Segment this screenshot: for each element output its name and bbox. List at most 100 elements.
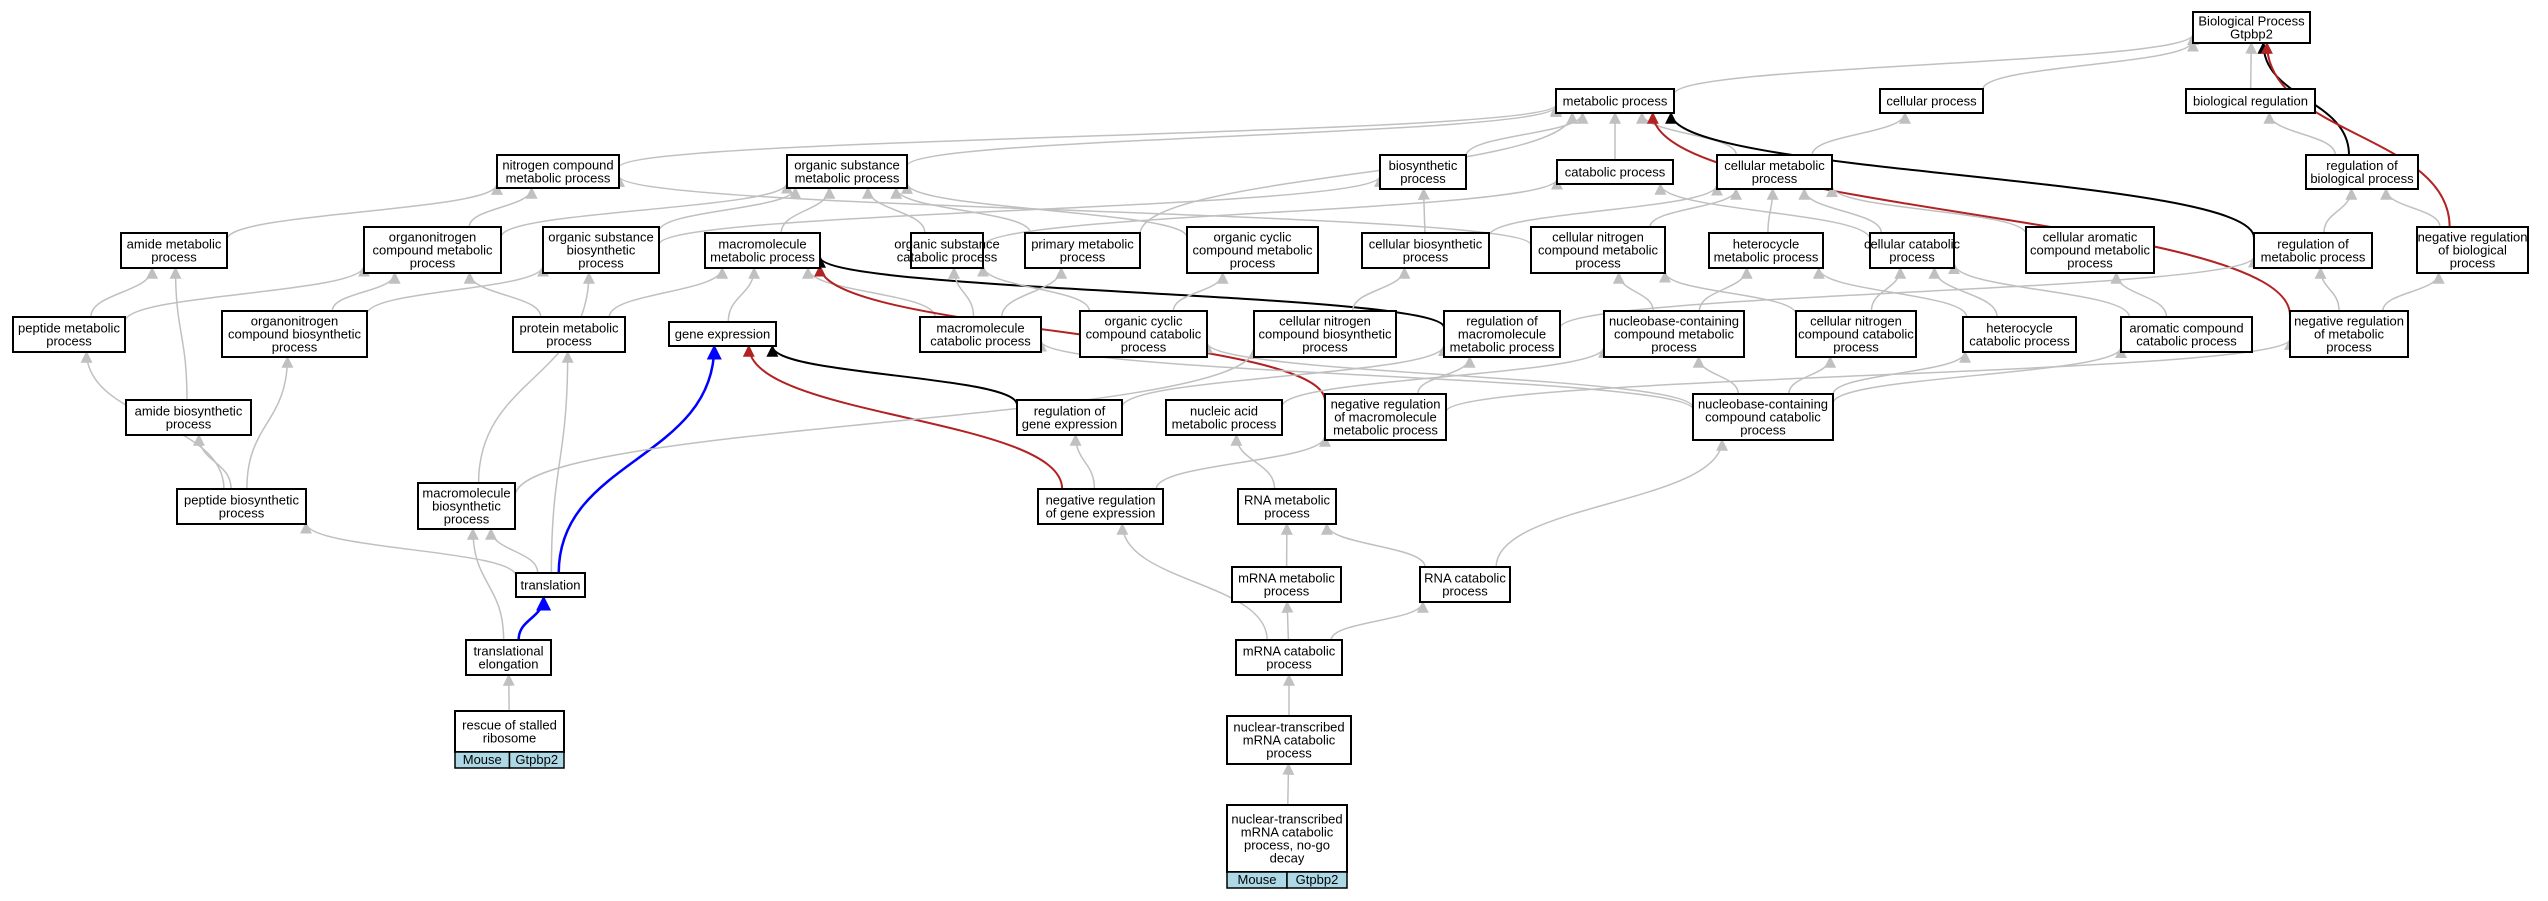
node-label-line: ribosome [483, 731, 536, 746]
node-label-line: amide biosynthetic [135, 404, 243, 419]
edge-negregmet-to-negregbio [2382, 271, 2445, 312]
node-cellular[interactable]: cellular process [1879, 88, 1984, 114]
node-bioreg[interactable]: biological regulation [2185, 88, 2316, 114]
node-label-line: compound metabolic [373, 243, 493, 258]
node-metabolic[interactable]: metabolic process [1555, 88, 1675, 114]
node-translation[interactable]: translation [515, 572, 586, 598]
edge-cellmet-to-metabolic [1636, 111, 1738, 156]
node-label-line: gene expression [1022, 417, 1117, 432]
node-box [1962, 316, 2077, 353]
node-box [1324, 393, 1447, 441]
node-box [2192, 11, 2311, 44]
node-box [704, 232, 821, 269]
edge-nucleocat-to-heterocat [1832, 350, 1972, 395]
node-catabolic[interactable]: catabolic process [1556, 159, 1674, 185]
edge-heterocat-to-cellcat [1928, 266, 1998, 318]
edge-macrobio-to-orgsubbio [477, 271, 595, 484]
node-label-line: organic cyclic [1213, 230, 1292, 245]
node-box [910, 232, 984, 269]
edge-aromcat-to-cellarom [2110, 271, 2168, 318]
edge-regbio-to-bioreg [2263, 111, 2337, 156]
node-label-line: process [151, 250, 197, 265]
node-box [1603, 310, 1745, 358]
node-label-line: process [2450, 256, 2496, 271]
tag-cell-gtpbp2 [1286, 871, 1348, 889]
node-label-line: elongation [479, 657, 539, 672]
node-label-line: process [1575, 256, 1621, 271]
node-label-line: catabolic process [897, 250, 998, 265]
node-box [542, 226, 660, 274]
node-box [176, 488, 307, 525]
node-label-line: compound metabolic [1614, 327, 1734, 342]
node-label-line: compound metabolic [2030, 243, 2150, 258]
node-box [2416, 226, 2529, 274]
node-label-line: cellular nitrogen [1552, 230, 1644, 245]
node-label-line: heterocycle [1733, 237, 1799, 252]
edge-nucleobase-to-hetero [1698, 266, 1753, 312]
node-label-line: process [166, 417, 212, 432]
node-label-line: cellular catabolic [1864, 237, 1961, 252]
edge-mrnacat-to-mrnamet [1281, 600, 1294, 641]
edge-geneexp-to-macromol [727, 266, 761, 323]
edge-rnacat-to-nucleocat [1495, 438, 1729, 568]
edge-protein-to-organoN [463, 271, 542, 318]
node-label-line: process [2326, 340, 2372, 355]
node-geneexp[interactable]: gene expression [668, 321, 777, 347]
node-box [120, 232, 228, 269]
node-label-line: RNA metabolic [1244, 493, 1330, 508]
edge-macromol-to-orgsub [780, 186, 836, 234]
node-label-line: compound biosynthetic [228, 327, 361, 342]
edge-biosynth-to-metabolic [1465, 111, 1589, 157]
edge-hetero-to-cellmet [1766, 187, 1779, 234]
edge-reggene-to-regmacro [1121, 343, 1450, 408]
